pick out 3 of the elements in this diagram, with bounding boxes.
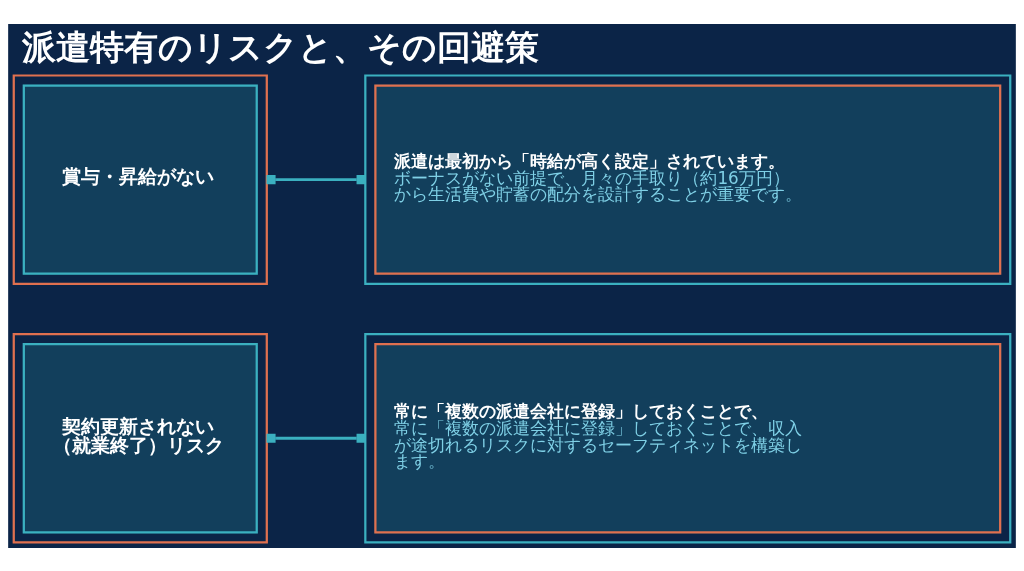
connector — [266, 174, 366, 184]
diagram-title: 派遣特有のリスクと、その回避策 — [21, 27, 539, 67]
connector — [266, 433, 366, 443]
